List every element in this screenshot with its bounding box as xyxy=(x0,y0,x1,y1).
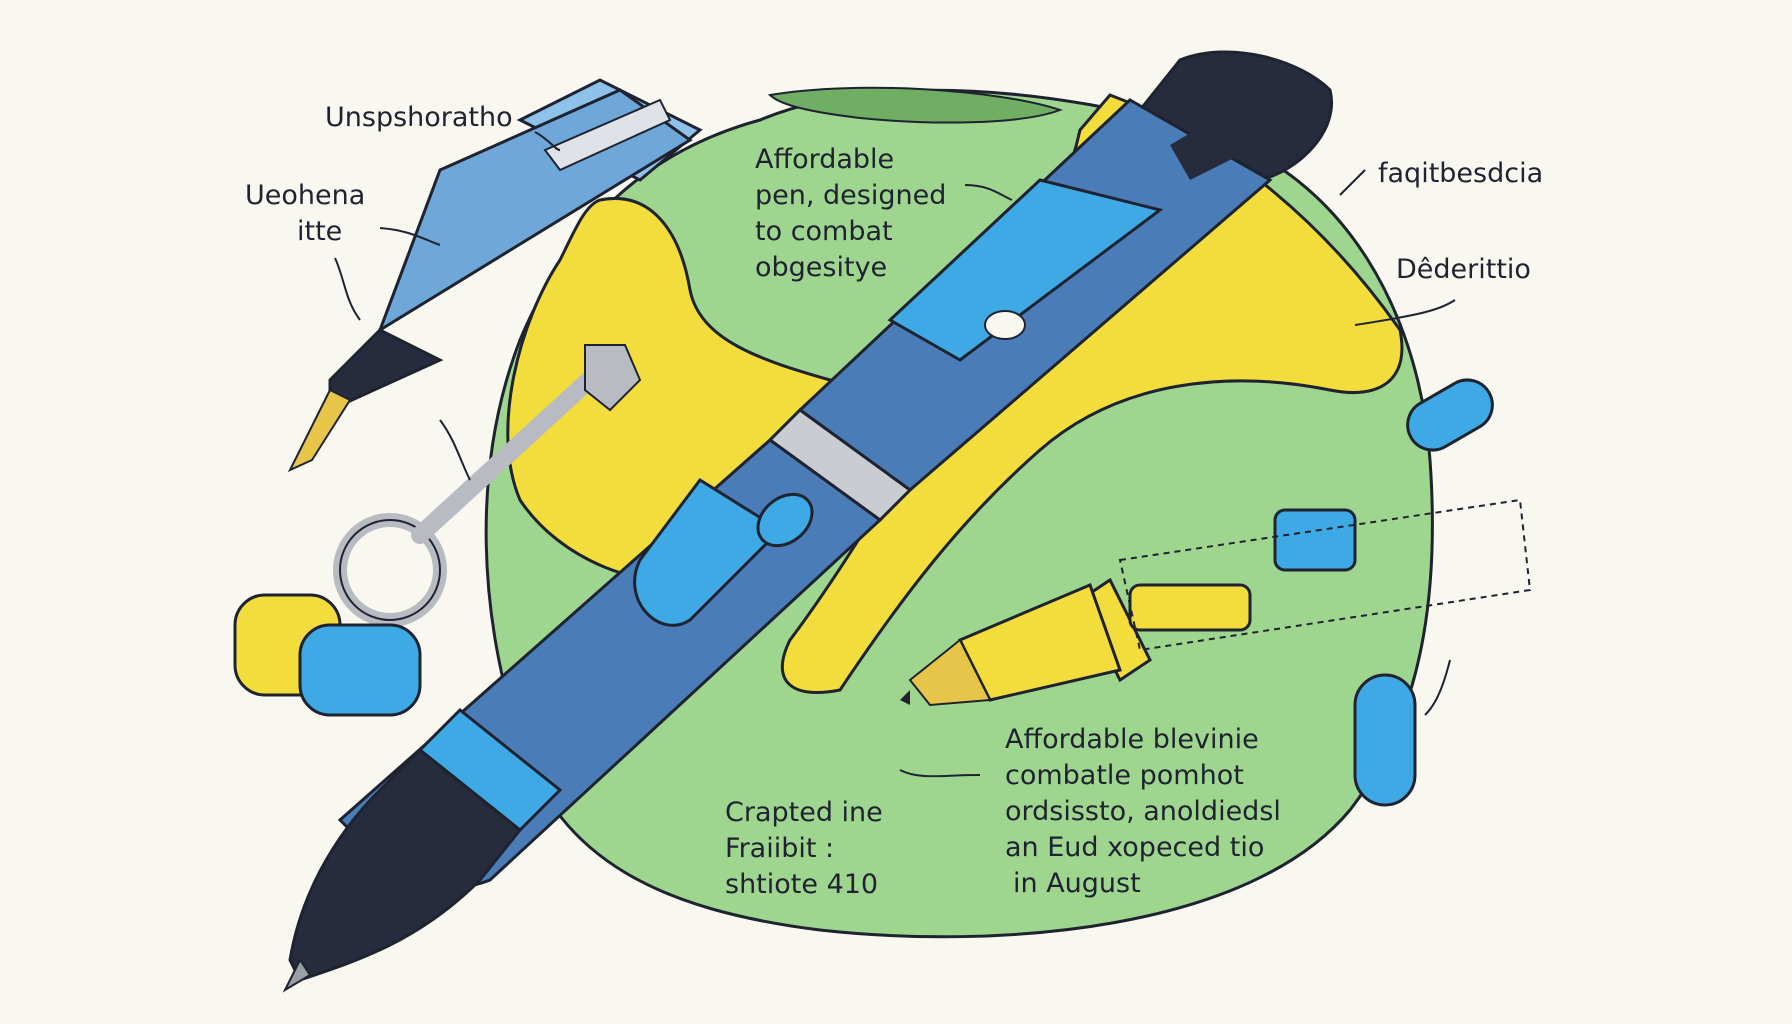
leader-lines xyxy=(334,131,1456,778)
label-right-top: faqitbesdcia xyxy=(1378,158,1544,189)
label-right-mid: Dêderittio xyxy=(1396,254,1531,285)
label-bottom-left: Crapted ine Fraiibit : shtiote 410 xyxy=(725,797,883,900)
pill-bottom-right xyxy=(1353,673,1417,807)
main-pen xyxy=(282,50,1333,993)
label-bottom-right: Affordable blevinie combatle pomhot ords… xyxy=(1005,724,1281,899)
label-center-top: Affordable pen, designed to combat obges… xyxy=(755,144,947,283)
green-patch xyxy=(767,86,1064,124)
pill-top-right xyxy=(1406,378,1494,452)
yellow-pen-right xyxy=(900,498,1532,707)
wrench-key xyxy=(333,344,642,627)
eraser-left xyxy=(233,593,422,717)
small-pen xyxy=(287,78,703,473)
label-left: Ueohena itte xyxy=(245,180,366,247)
label-top-left: Unspshoratho xyxy=(325,102,513,133)
